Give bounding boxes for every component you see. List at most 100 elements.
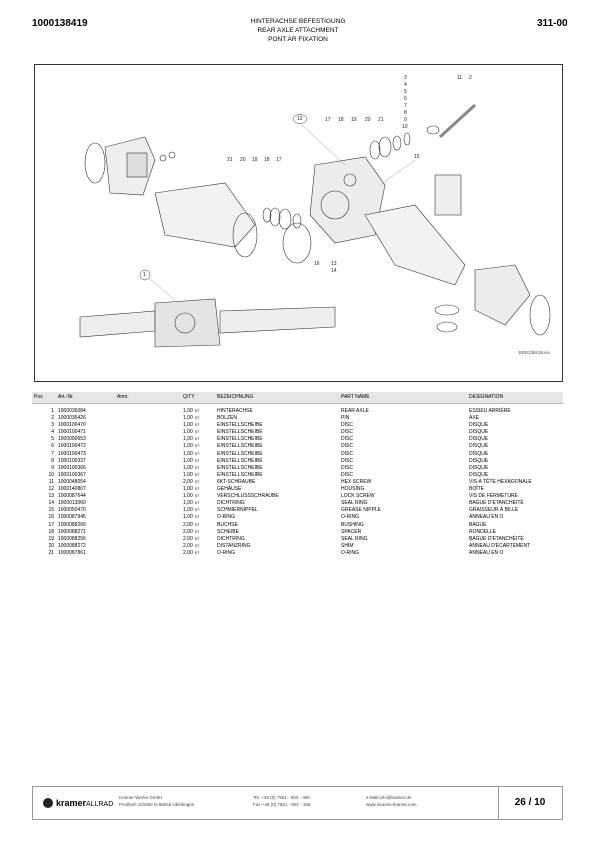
callout-14: 14 [331, 268, 337, 274]
cell-anm [115, 536, 181, 543]
cell-pos: 15 [48, 507, 54, 514]
cell-art-nr: 1000050470 [58, 507, 86, 514]
qty-value: 1,00 [183, 450, 193, 457]
cell-art-nr: 1000088266 [58, 521, 86, 528]
qty-value: 1,00 [183, 429, 193, 436]
unit-label: ST [194, 479, 200, 484]
cell-anm [115, 493, 181, 500]
cell-pos: 8 [51, 457, 54, 464]
cell-pos: 9 [51, 464, 54, 471]
cell-part-name: DISC [341, 422, 353, 429]
callout-2: 2 [469, 75, 472, 81]
table-header-row: Pos Art.-Nr. Anm. Q/TY BEZEICHNUNG PART … [32, 392, 563, 404]
section-number: 311-00 [537, 18, 568, 29]
cell-pos: 20 [48, 542, 54, 549]
cell-part-name: O-RING [341, 549, 360, 556]
callout-6: 6 [404, 96, 407, 102]
cell-pos: 12 [48, 486, 54, 493]
cell-designation: ANNEAU EN O [469, 514, 504, 521]
unit-label: ST [194, 522, 200, 527]
cell-anm [115, 451, 181, 458]
cell-bezeichnung: EINSTELLSCHEIBE [217, 429, 263, 436]
qty-value: 1,00 [183, 436, 193, 443]
cell-part-name: BUSHING [341, 521, 364, 528]
phone-block: Tel. +49 (0) 7551 - 602 - 450 Fax +49 (0… [253, 794, 310, 808]
unit-label: ST [194, 423, 200, 428]
title-english: REAR AXLE ATTACHMENT [257, 27, 339, 34]
cell-designation: DISQUE [469, 464, 489, 471]
cell-bezeichnung: SCHEIBE [217, 528, 239, 535]
brand-name: kramer [56, 798, 87, 808]
cell-part-name: SEAL RING [341, 500, 368, 507]
cell-pos: 21 [48, 549, 54, 556]
qty-value: 1,00 [183, 415, 193, 422]
cell-art-nr: 1000100472 [58, 443, 86, 450]
cell-bezeichnung: DICHTRING [217, 535, 245, 542]
cell-designation: ANNEAU EN O [469, 549, 504, 556]
footer: kramerALLRAD Kramer-Werke GmbH Postfach … [32, 786, 563, 820]
cell-pos: 6 [51, 443, 54, 450]
cell-bezeichnung: EINSTELLSCHEIBE [217, 443, 263, 450]
cell-bezeichnung: SCHMIERNIPPEL [217, 507, 258, 514]
qty-value: 1,00 [183, 486, 193, 493]
cell-bezeichnung: GEHÄUSE [217, 486, 242, 493]
cell-part-name: SHIM [341, 542, 354, 549]
unit-label: ST [194, 508, 200, 513]
qty-value: 2,00 [183, 521, 193, 528]
cell-designation: VIS DE FERMETURE [469, 493, 518, 500]
cell-anm [115, 415, 181, 422]
cell-anm [115, 436, 181, 443]
cell-designation: DISQUE [469, 422, 489, 429]
qty-value: 1,00 [183, 471, 193, 478]
cell-designation: AXE [469, 415, 480, 422]
page-number: 26 / 10 [498, 787, 561, 819]
unit-label: ST [194, 437, 200, 442]
cell-pos: 11 [48, 478, 54, 485]
callout-19-lower: 19 [252, 157, 258, 163]
callout-20-lower: 20 [240, 157, 246, 163]
qty-value: 1,00 [183, 464, 193, 471]
unit-label: ST [194, 536, 200, 541]
cell-designation: BAGUE D'ÉTANCHÉITÉ [469, 500, 524, 507]
column-header-designation: DESIGNATION [467, 392, 563, 404]
callout-1: 1 [143, 272, 146, 278]
cell-anm [115, 443, 181, 450]
cell-anm [115, 465, 181, 472]
callout-16: 16 [314, 261, 320, 267]
cell-part-name: SEAL RING [341, 535, 368, 542]
cell-anm [115, 479, 181, 486]
cell-bezeichnung: EINSTELLSCHEIBE [217, 422, 263, 429]
cell-bezeichnung: EINSTELLSCHEIBE [217, 457, 263, 464]
email-address: e-Mail:info@kramer.de [366, 795, 412, 800]
column-header-qty: Q/TY [181, 392, 215, 404]
unit-label: ST [194, 416, 200, 421]
column-header-bezeichnung: BEZEICHNUNG [215, 392, 339, 404]
cell-anm [115, 543, 181, 550]
column-header-anm: Anm. [115, 392, 181, 404]
cell-part-name: O-RING [341, 514, 360, 521]
callout-8: 8 [404, 110, 407, 116]
cell-pos: 4 [51, 429, 54, 436]
cell-bezeichnung: HINTERACHSE [217, 408, 253, 414]
website: www.neuson-kramer.com [366, 802, 417, 807]
callout-10: 10 [402, 124, 408, 130]
qty-value: 2,00 [183, 478, 193, 485]
axle-illustration [79, 103, 551, 348]
company-address: Postfach 101563 D-88645 Überlingen [119, 802, 195, 807]
